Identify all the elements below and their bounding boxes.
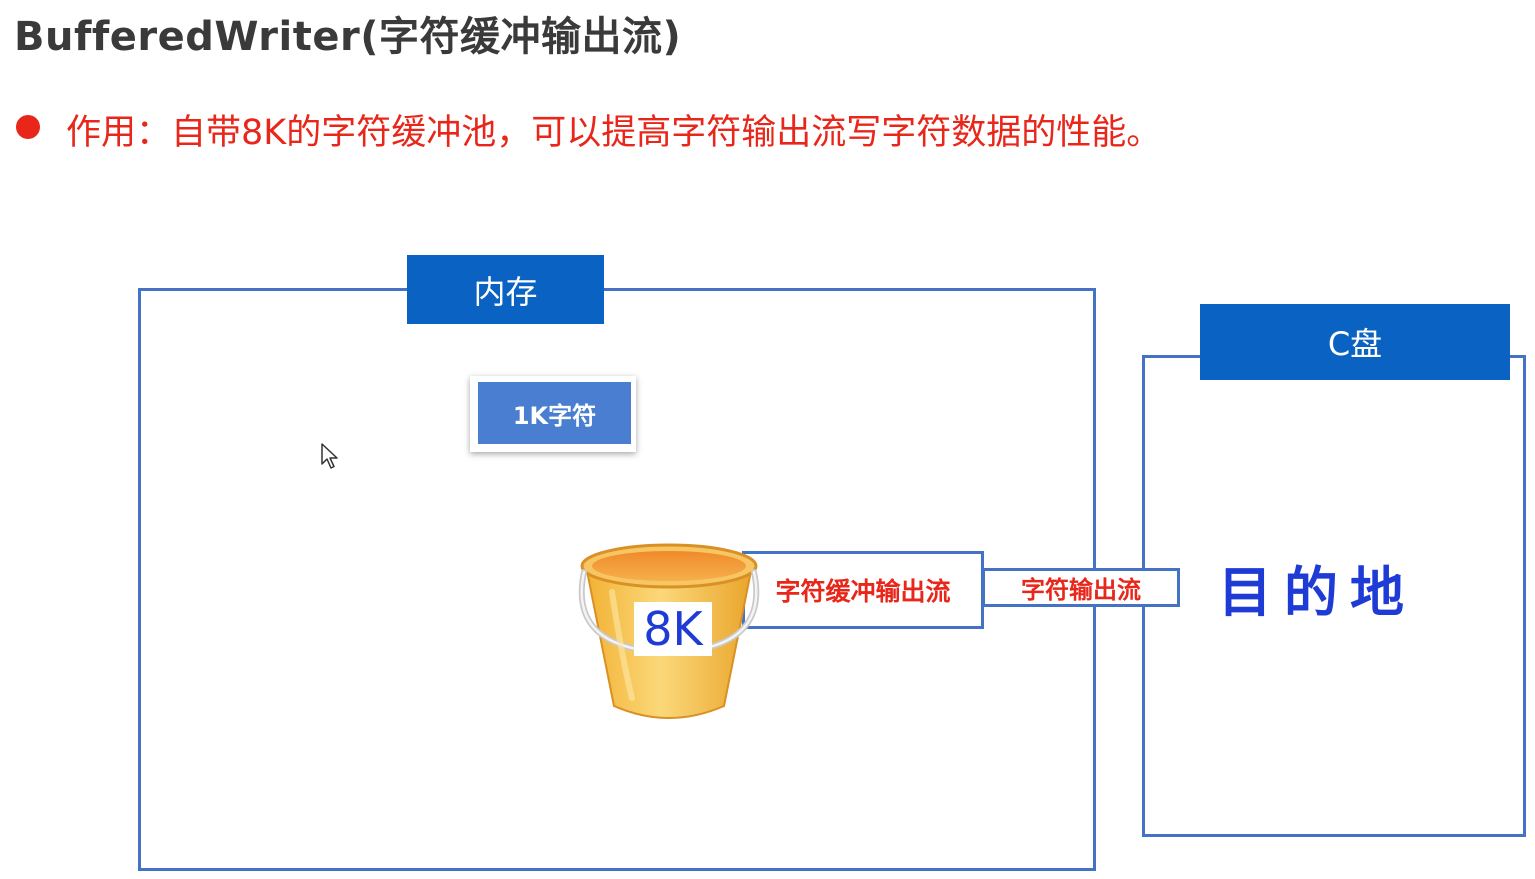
slide-title: BufferedWriter(字符缓冲输出流) [14, 14, 682, 60]
char-chunk-card: 1K字符 [470, 376, 636, 452]
disk-header: C盘 [1200, 304, 1510, 380]
bucket-capacity-label: 8K [634, 602, 712, 656]
destination-label: 目的地 [1218, 561, 1416, 624]
memory-header: 内存 [407, 255, 604, 324]
mouse-pointer-icon [321, 443, 338, 469]
bullet-dot [16, 115, 40, 139]
buffered-output-stream-box: 字符缓冲输出流 [742, 551, 984, 629]
char-output-stream-box: 字符输出流 [982, 568, 1180, 607]
description-text: 作用：自带8K的字符缓冲池，可以提高字符输出流写字符数据的性能。 [66, 113, 1162, 153]
char-chunk: 1K字符 [478, 382, 631, 444]
